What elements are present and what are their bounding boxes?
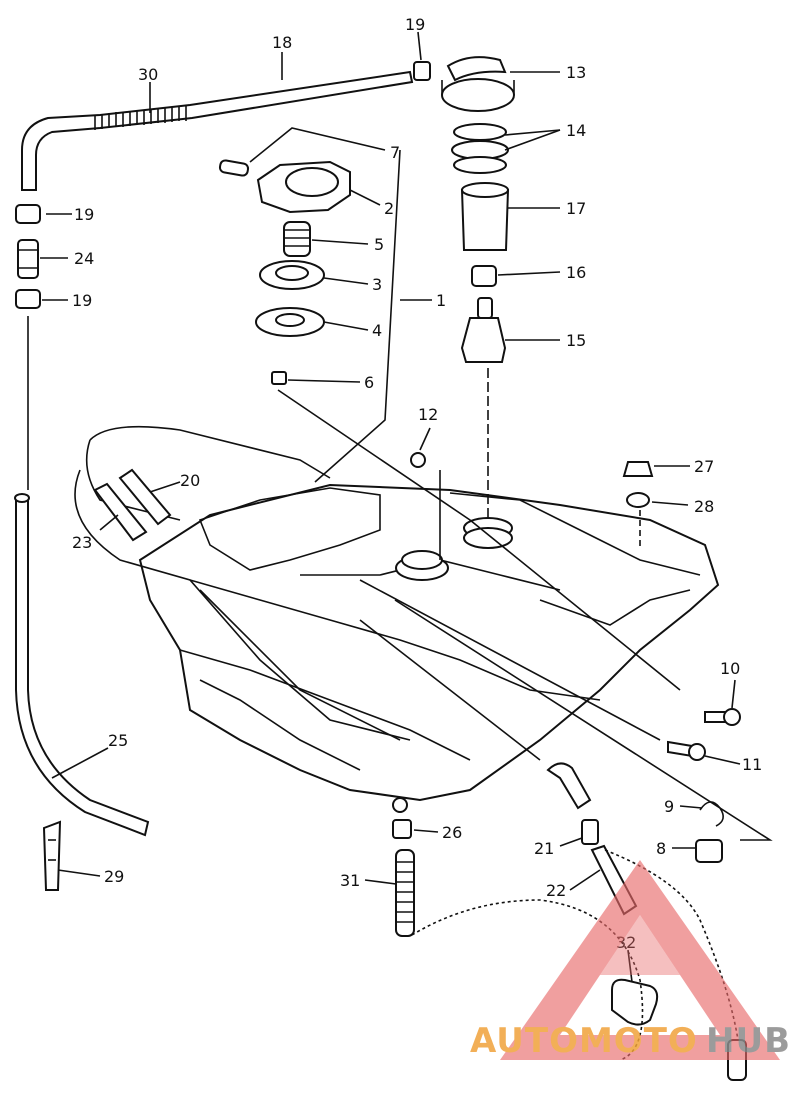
- label-4: 4: [372, 321, 382, 340]
- leader-lines: [27, 31, 773, 983]
- band-29: [42, 820, 62, 891]
- pin-7: [218, 159, 250, 177]
- watermark-brand-orange: AUTOMOTO: [470, 1021, 698, 1061]
- clip-19-top: [413, 61, 431, 81]
- part-30-18-hose: [21, 70, 414, 191]
- clip-9: [699, 801, 724, 827]
- label-26: 26: [442, 823, 462, 842]
- hose-31: [395, 849, 415, 937]
- label-24: 24: [74, 249, 94, 268]
- label-28: 28: [694, 497, 714, 516]
- label-29: 29: [104, 867, 124, 886]
- gasket-3: [259, 260, 325, 290]
- joint-21: [581, 819, 599, 845]
- label-23: 23: [72, 533, 92, 552]
- nut-12: [410, 452, 426, 468]
- tube-20: [118, 468, 172, 526]
- label-30: 30: [138, 65, 158, 84]
- label-8: 8: [656, 839, 666, 858]
- plate-4: [255, 307, 325, 337]
- label-11: 11: [742, 755, 762, 774]
- label-3: 3: [372, 275, 382, 294]
- corrugated-section: [94, 106, 187, 130]
- bolt-11: [667, 740, 706, 761]
- cover-13: [441, 56, 515, 112]
- washers-14: [451, 123, 509, 174]
- automotohub-watermark: AUTOMOTO HUB: [470, 860, 791, 1061]
- label-31: 31: [340, 871, 360, 890]
- strainer-17: [460, 182, 510, 251]
- label-21: 21: [534, 839, 554, 858]
- hose-upper: [546, 762, 592, 810]
- watermark-brand-gray: HUB: [706, 1021, 791, 1061]
- joint-24: [17, 239, 39, 279]
- nut-6: [271, 371, 287, 385]
- label-15: 15: [566, 331, 586, 350]
- label-6: 6: [364, 373, 374, 392]
- clamp-26: [392, 819, 412, 839]
- clip-19-lower: [15, 289, 41, 309]
- label-12: 12: [418, 405, 438, 424]
- tube-23: [93, 482, 148, 542]
- washer-28: [626, 492, 650, 508]
- label-25: 25: [108, 731, 128, 750]
- label-17: 17: [566, 199, 586, 218]
- label-1: 1: [436, 291, 446, 310]
- label-13: 13: [566, 63, 586, 82]
- label-7: 7: [390, 143, 400, 162]
- hose-25: [14, 493, 150, 837]
- clip-32: [611, 978, 659, 1026]
- watermark-triangle-logo: [500, 860, 780, 1060]
- label-22: 22: [546, 881, 566, 900]
- label-10: 10: [720, 659, 740, 678]
- nut-27: [622, 461, 654, 477]
- label-20: 20: [180, 471, 200, 490]
- spring-5: [283, 221, 311, 257]
- label-18: 18: [272, 33, 292, 52]
- bolt-10: [704, 708, 741, 726]
- label-5: 5: [374, 235, 384, 254]
- clip-19-upper: [15, 204, 41, 224]
- callout-labels: 18 30 19 13 14 7 2 17 5 16 3 1 4 15 6 12…: [72, 15, 762, 952]
- clip-16: [471, 265, 497, 287]
- cap-2: [256, 160, 351, 214]
- label-9: 9: [664, 797, 674, 816]
- vent-hose-loop: [74, 425, 411, 741]
- label-19-mid: 19: [74, 205, 94, 224]
- rubber-8: [695, 839, 723, 863]
- label-16: 16: [566, 263, 586, 282]
- fuel-tank: [138, 483, 720, 813]
- label-27: 27: [694, 457, 714, 476]
- label-2: 2: [384, 199, 394, 218]
- pump-15: [460, 297, 507, 363]
- label-14: 14: [566, 121, 586, 140]
- label-19-low: 19: [72, 291, 92, 310]
- label-19-top: 19: [405, 15, 425, 34]
